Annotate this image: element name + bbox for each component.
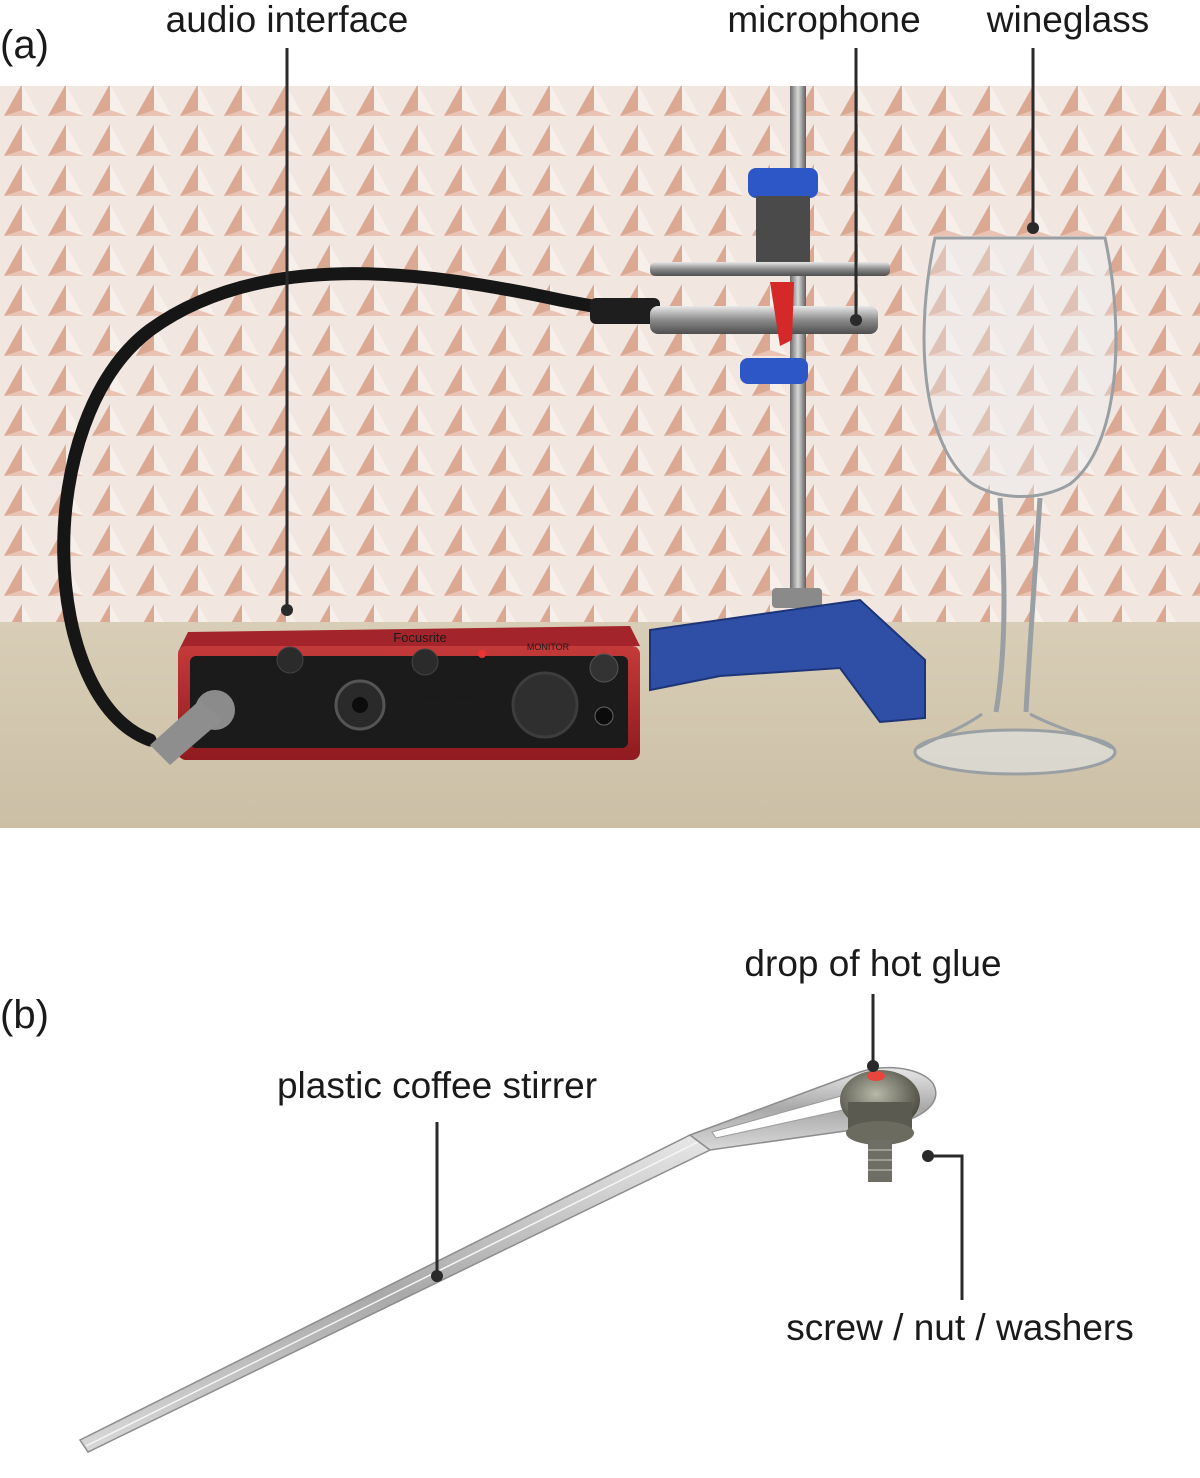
- wineglass-object: [913, 236, 1118, 776]
- clamp-knob-top: [748, 168, 818, 198]
- leader-dot-screw-nut-washers: [922, 1150, 934, 1162]
- rod-nut: [772, 588, 822, 608]
- panel-b-photo: [78, 1066, 937, 1453]
- leader-dot-audio-interface: [281, 604, 293, 616]
- audio-cable: [57, 267, 657, 747]
- clamp-red-lever: [770, 282, 794, 346]
- label-audio-interface: audio interface: [166, 0, 409, 40]
- stand-base: [649, 598, 926, 724]
- leader-dot-hot-glue: [867, 1060, 879, 1072]
- label-microphone: microphone: [727, 0, 920, 40]
- direct-monitor-label: DIRECT MONITOR: [420, 693, 490, 702]
- leader-dot-microphone: [850, 314, 862, 326]
- panel-b-label: (b): [0, 993, 49, 1037]
- monitor-knob: [511, 671, 579, 739]
- stand-rod: [790, 86, 806, 606]
- label-hot-glue: drop of hot glue: [744, 943, 1001, 984]
- hot-glue-drop: [867, 1071, 885, 1081]
- leader-dot-coffee-stirrer: [431, 1270, 443, 1282]
- interface-brand: Focusrite: [393, 630, 446, 645]
- clamp-arm: [650, 262, 890, 276]
- panel-a-leaders: [281, 48, 1039, 616]
- xlr-connector: [150, 700, 222, 765]
- cable-connector: [590, 298, 660, 324]
- monitor-label: MONITOR: [527, 642, 570, 652]
- label-wineglass: wineglass: [986, 0, 1149, 40]
- panel-a-photo: Focusrite MONITOR DIRECT MONITOR: [0, 86, 1200, 828]
- label-screw-nut-washers: screw / nut / washers: [786, 1307, 1134, 1348]
- leader-screw-nut-washers: [930, 1154, 964, 1300]
- label-coffee-stirrer: plastic coffee stirrer: [277, 1065, 597, 1106]
- audio-interface-device: Focusrite MONITOR DIRECT MONITOR: [178, 626, 640, 760]
- panel-a-label: (a): [0, 23, 49, 67]
- leader-dot-wineglass: [1027, 222, 1039, 234]
- panel-b-leaders: [431, 994, 964, 1300]
- clamp-knob-bottom: [740, 358, 808, 384]
- microphone-body: [650, 306, 878, 334]
- clamp-body: [756, 196, 810, 266]
- washer-bottom: [846, 1121, 914, 1145]
